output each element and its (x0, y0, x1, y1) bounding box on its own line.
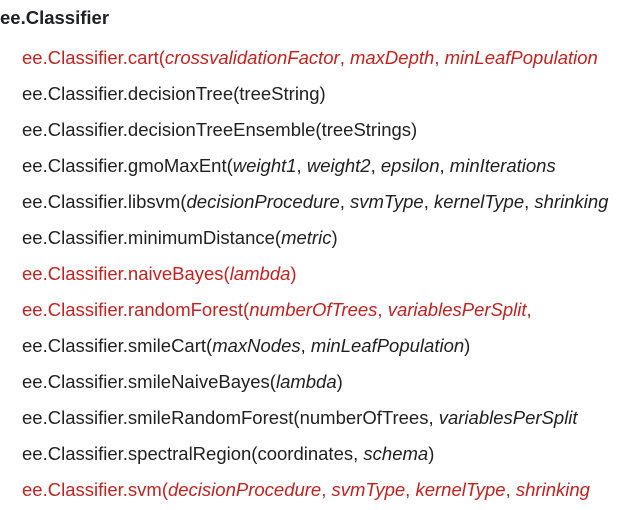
section-title: ee.Classifier (0, 7, 110, 28)
method-link[interactable]: ee.Classifier.libsvm(decisionProcedure, … (22, 184, 612, 220)
method-list: ee.Classifier.cart(crossvalidationFactor… (22, 40, 612, 508)
arg-name: schema (363, 443, 429, 464)
method-name: ee.Classifier.gmoMaxEnt( (22, 155, 233, 176)
arg-separator: , (434, 47, 445, 68)
arg-separator: , (353, 443, 364, 464)
arg-name: weight1 (232, 155, 297, 176)
arg-name: numberOfTrees (249, 299, 378, 320)
arg-name: svmType (331, 479, 406, 500)
method-link[interactable]: ee.Classifier.randomForest(numberOfTrees… (22, 292, 612, 328)
arg-name: kernelType (433, 191, 525, 212)
arg-name: lambda (275, 371, 337, 392)
method-name: ee.Classifier.smileRandomForest( (22, 407, 300, 428)
arg-separator: , (505, 479, 516, 500)
arg-separator: , (370, 155, 381, 176)
arg-separator: , (321, 479, 332, 500)
method-name: ee.Classifier.spectralRegion( (22, 443, 258, 464)
method-link[interactable]: ee.Classifier.smileNaiveBayes(lambda) (22, 364, 612, 400)
method-link[interactable]: ee.Classifier.smileCart(maxNodes, minLea… (22, 328, 612, 364)
arg-separator: , (423, 191, 434, 212)
method-name: ee.Classifier.smileCart( (22, 335, 213, 356)
method-args: decisionProcedure, svmType, kernelType, … (168, 479, 590, 500)
method-args: coordinates, schema (257, 443, 428, 464)
arg-name: treeString (239, 83, 320, 104)
method-args: treeStrings (322, 119, 411, 140)
method-name: ee.Classifier.svm( (22, 479, 168, 500)
method-name: ee.Classifier.libsvm( (22, 191, 187, 212)
arg-name: minLeafPopulation (444, 47, 598, 68)
method-args: metric (281, 227, 331, 248)
arg-name: maxNodes (212, 335, 301, 356)
arg-name: metric (281, 227, 332, 248)
arg-name: numberOfTrees (299, 407, 429, 428)
method-args: treeString (239, 83, 319, 104)
method-args: maxNodes, minLeafPopulation (212, 335, 464, 356)
method-link[interactable]: ee.Classifier.spectralRegion(coordinates… (22, 436, 612, 472)
method-close-paren: ) (411, 119, 418, 140)
arg-name: decisionProcedure (186, 191, 340, 212)
arg-name: shrinking (515, 479, 590, 500)
arg-separator: , (377, 299, 388, 320)
method-link[interactable]: ee.Classifier.decisionTreeEnsemble(treeS… (22, 112, 612, 148)
arg-separator: , (339, 191, 351, 212)
method-close-paren: ) (336, 371, 343, 392)
method-name: ee.Classifier.naiveBayes( (22, 263, 230, 284)
arg-name: weight2 (306, 155, 371, 176)
arg-separator: , (524, 191, 535, 212)
arg-name: treeStrings (321, 119, 412, 140)
method-name: ee.Classifier.minimumDistance( (22, 227, 282, 248)
method-args: decisionProcedure, svmType, kernelType, … (187, 191, 609, 212)
method-close-paren: ) (331, 227, 338, 248)
method-link[interactable]: ee.Classifier.naiveBayes(lambda) (22, 256, 612, 292)
arg-name: minLeafPopulation (310, 335, 465, 356)
arg-name: variablesPerSplit (387, 299, 527, 320)
method-args: numberOfTrees, variablesPerSplit (300, 407, 578, 428)
arg-name: decisionProcedure (167, 479, 322, 500)
arg-name: kernelType (415, 479, 506, 500)
method-link[interactable]: ee.Classifier.smileRandomForest(numberOf… (22, 400, 612, 436)
method-name: ee.Classifier.decisionTreeEnsemble( (22, 119, 322, 140)
method-link[interactable]: ee.Classifier.cart(crossvalidationFactor… (22, 40, 612, 76)
arg-name: variablesPerSplit (438, 407, 578, 428)
method-name: ee.Classifier.randomForest( (22, 299, 250, 320)
arg-separator: , (339, 47, 350, 68)
arg-separator: , (526, 299, 532, 320)
arg-name: coordinates (257, 443, 354, 464)
method-args: lambda (276, 371, 337, 392)
method-close-paren: ) (464, 335, 471, 356)
arg-name: lambda (229, 263, 291, 284)
arg-name: shrinking (534, 191, 609, 212)
method-name: ee.Classifier.smileNaiveBayes( (22, 371, 276, 392)
arg-name: svmType (350, 191, 424, 212)
method-close-paren: ) (428, 443, 435, 464)
method-args: crossvalidationFactor, maxDepth, minLeaf… (165, 47, 598, 68)
method-close-paren: ) (319, 83, 326, 104)
method-args: numberOfTrees, variablesPerSplit, (249, 299, 531, 320)
arg-separator: , (439, 155, 450, 176)
method-close-paren: ) (290, 263, 297, 284)
arg-name: maxDepth (349, 47, 435, 68)
method-link[interactable]: ee.Classifier.minimumDistance(metric) (22, 220, 612, 256)
arg-name: minIterations (449, 155, 556, 176)
arg-separator: , (296, 155, 307, 176)
method-name: ee.Classifier.cart( (22, 47, 165, 68)
arg-name: epsilon (380, 155, 440, 176)
arg-separator: , (428, 407, 439, 428)
method-name: ee.Classifier.decisionTree( (22, 83, 240, 104)
method-args: lambda (230, 263, 291, 284)
method-link[interactable]: ee.Classifier.decisionTree(treeString) (22, 76, 612, 112)
method-args: weight1, weight2, epsilon, minIterations (233, 155, 556, 176)
method-link[interactable]: ee.Classifier.gmoMaxEnt(weight1, weight2… (22, 148, 612, 184)
arg-separator: , (405, 479, 416, 500)
arg-name: crossvalidationFactor (164, 47, 340, 68)
arg-separator: , (300, 335, 311, 356)
method-link[interactable]: ee.Classifier.svm(decisionProcedure, svm… (22, 472, 612, 508)
